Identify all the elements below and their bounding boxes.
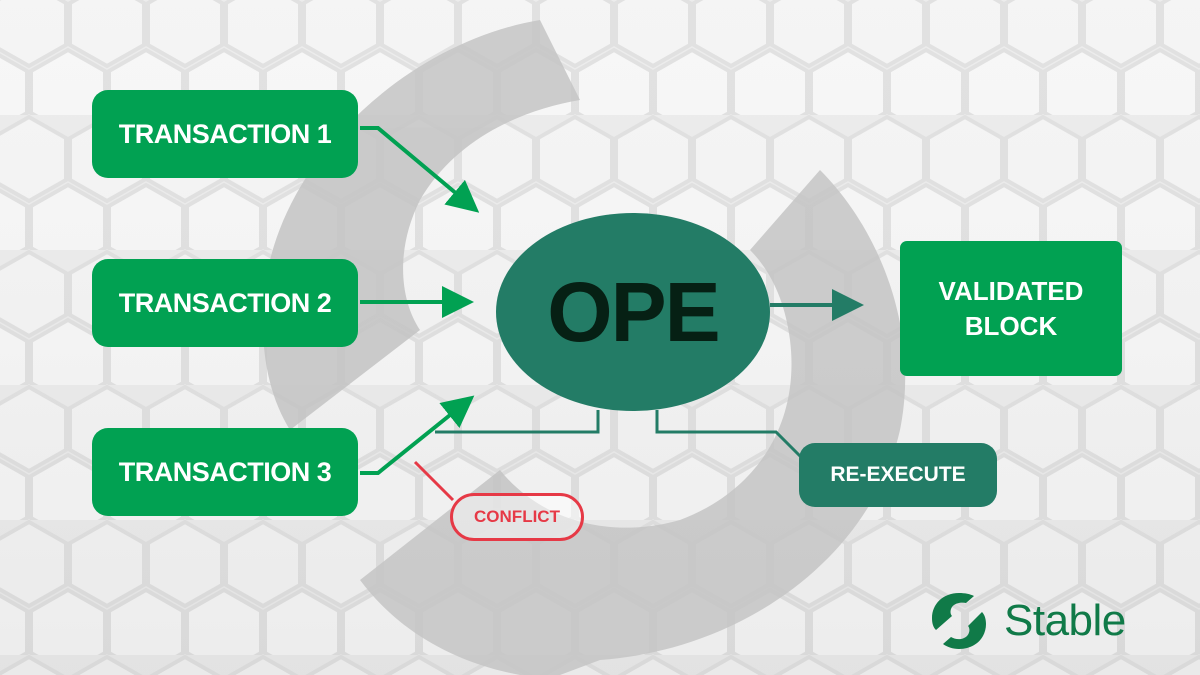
- ope-circle: OPE: [496, 213, 770, 411]
- validated-block-line1: VALIDATED: [938, 275, 1084, 306]
- conflict-badge: CONFLICT: [450, 493, 584, 541]
- conflict-pointer-line: [413, 460, 455, 502]
- stable-logo: Stable: [928, 590, 1126, 652]
- validated-block-box: VALIDATED BLOCK: [900, 241, 1122, 376]
- re-execute-label: RE-EXECUTE: [830, 463, 966, 486]
- arrow-tx1-to-ope: [360, 126, 480, 213]
- conflict-label: CONFLICT: [474, 507, 560, 526]
- transaction-2-label: TRANSACTION 2: [118, 287, 332, 318]
- validated-block-line2: BLOCK: [964, 310, 1058, 341]
- re-execute-box: RE-EXECUTE: [799, 443, 997, 507]
- transaction-3-label: TRANSACTION 3: [118, 456, 332, 487]
- stable-s-icon: [932, 593, 986, 649]
- transaction-1-label: TRANSACTION 1: [118, 118, 332, 149]
- re-execute-line: [655, 410, 808, 464]
- arrow-tx3-to-ope: [360, 395, 475, 475]
- conflict-loop-line: [435, 410, 600, 434]
- transaction-3-box: TRANSACTION 3: [92, 428, 358, 516]
- transaction-1-box: TRANSACTION 1: [92, 90, 358, 178]
- stable-wordmark: Stable: [1004, 596, 1126, 645]
- transaction-2-box: TRANSACTION 2: [92, 259, 358, 347]
- ope-label: OPE: [547, 264, 720, 359]
